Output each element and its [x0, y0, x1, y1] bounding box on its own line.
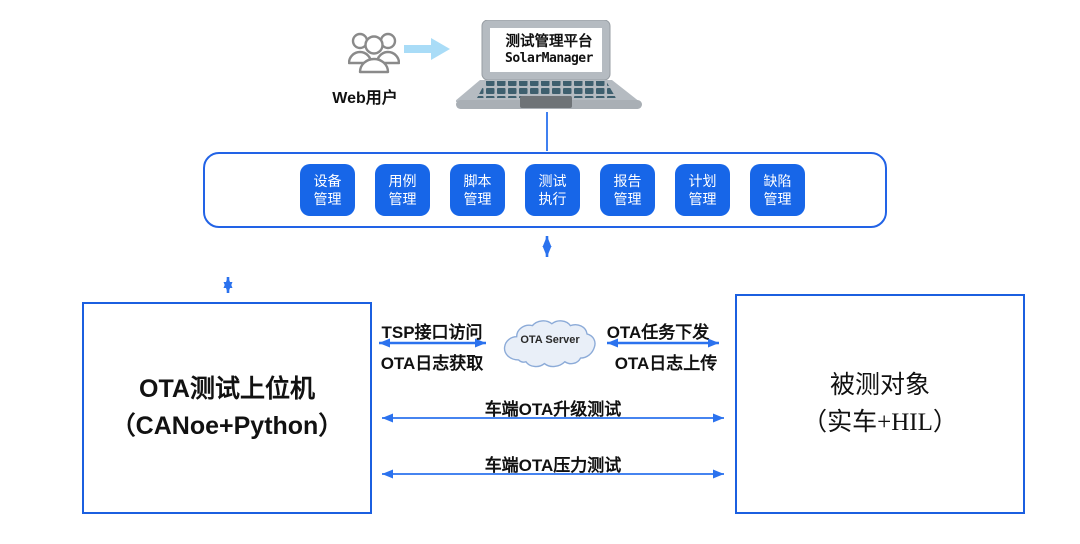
- module-label: 测试: [538, 173, 567, 189]
- module-test-execution: 测试 执行: [525, 164, 580, 216]
- module-label: 计划: [688, 173, 717, 189]
- ota-test-host-title: OTA测试上位机: [139, 375, 315, 403]
- platform-title: 测试管理平台: [505, 34, 593, 50]
- module-label: 管理: [763, 191, 792, 207]
- user-group-icon: [348, 32, 400, 74]
- module-script-management: 脚本 管理: [450, 164, 505, 216]
- module-label: 执行: [538, 191, 567, 207]
- module-label: 用例: [388, 173, 417, 189]
- module-device-management: 设备 管理: [300, 164, 355, 216]
- ota-test-host-box: OTA测试上位机 （CANoe+Python）: [82, 302, 372, 514]
- right-arrow-icon: [404, 38, 450, 60]
- module-label: 设备: [313, 173, 342, 189]
- module-label: 管理: [688, 191, 717, 207]
- platform-subtitle: SolarManager: [505, 51, 593, 67]
- module-report-management: 报告 管理: [600, 164, 655, 216]
- label-vehicle-upgrade-test: 车端OTA升级测试: [484, 400, 622, 419]
- modules-row: 设备 管理 用例 管理 脚本 管理 测试 执行 报告 管理 计划 管理 缺陷 管…: [300, 164, 805, 216]
- label-ota-log-upload: OTA日志上传: [614, 354, 718, 373]
- device-under-test-title: 被测对象: [829, 372, 930, 399]
- ota-server-cloud: OTA Server: [500, 317, 600, 375]
- web-user-label: Web用户: [332, 90, 398, 107]
- laptop-screen-title: 测试管理平台 SolarManager: [488, 33, 610, 67]
- device-under-test-subtitle: （实车+HIL）: [802, 409, 958, 436]
- device-under-test-box: 被测对象 （实车+HIL）: [735, 294, 1025, 514]
- module-label: 管理: [613, 191, 642, 207]
- label-ota-log-fetch: OTA日志获取: [380, 354, 484, 373]
- module-plan-management: 计划 管理: [675, 164, 730, 216]
- label-vehicle-stress-test: 车端OTA压力测试: [484, 456, 622, 475]
- label-ota-task-dispatch: OTA任务下发: [606, 323, 710, 342]
- laptop-icon: [456, 20, 642, 109]
- module-label: 脚本: [463, 173, 492, 189]
- module-label: 管理: [388, 191, 417, 207]
- module-defect-management: 缺陷 管理: [750, 164, 805, 216]
- module-usecase-management: 用例 管理: [375, 164, 430, 216]
- module-label: 管理: [313, 191, 342, 207]
- module-label: 报告: [613, 173, 642, 189]
- module-label: 缺陷: [763, 173, 792, 189]
- label-tsp-access: TSP接口访问: [381, 323, 483, 342]
- module-label: 管理: [463, 191, 492, 207]
- cloud-label: OTA Server: [520, 334, 580, 346]
- platform-modules-panel: [203, 152, 887, 228]
- cloud-icon: [503, 320, 596, 368]
- ota-test-host-subtitle: （CANoe+Python）: [110, 412, 344, 440]
